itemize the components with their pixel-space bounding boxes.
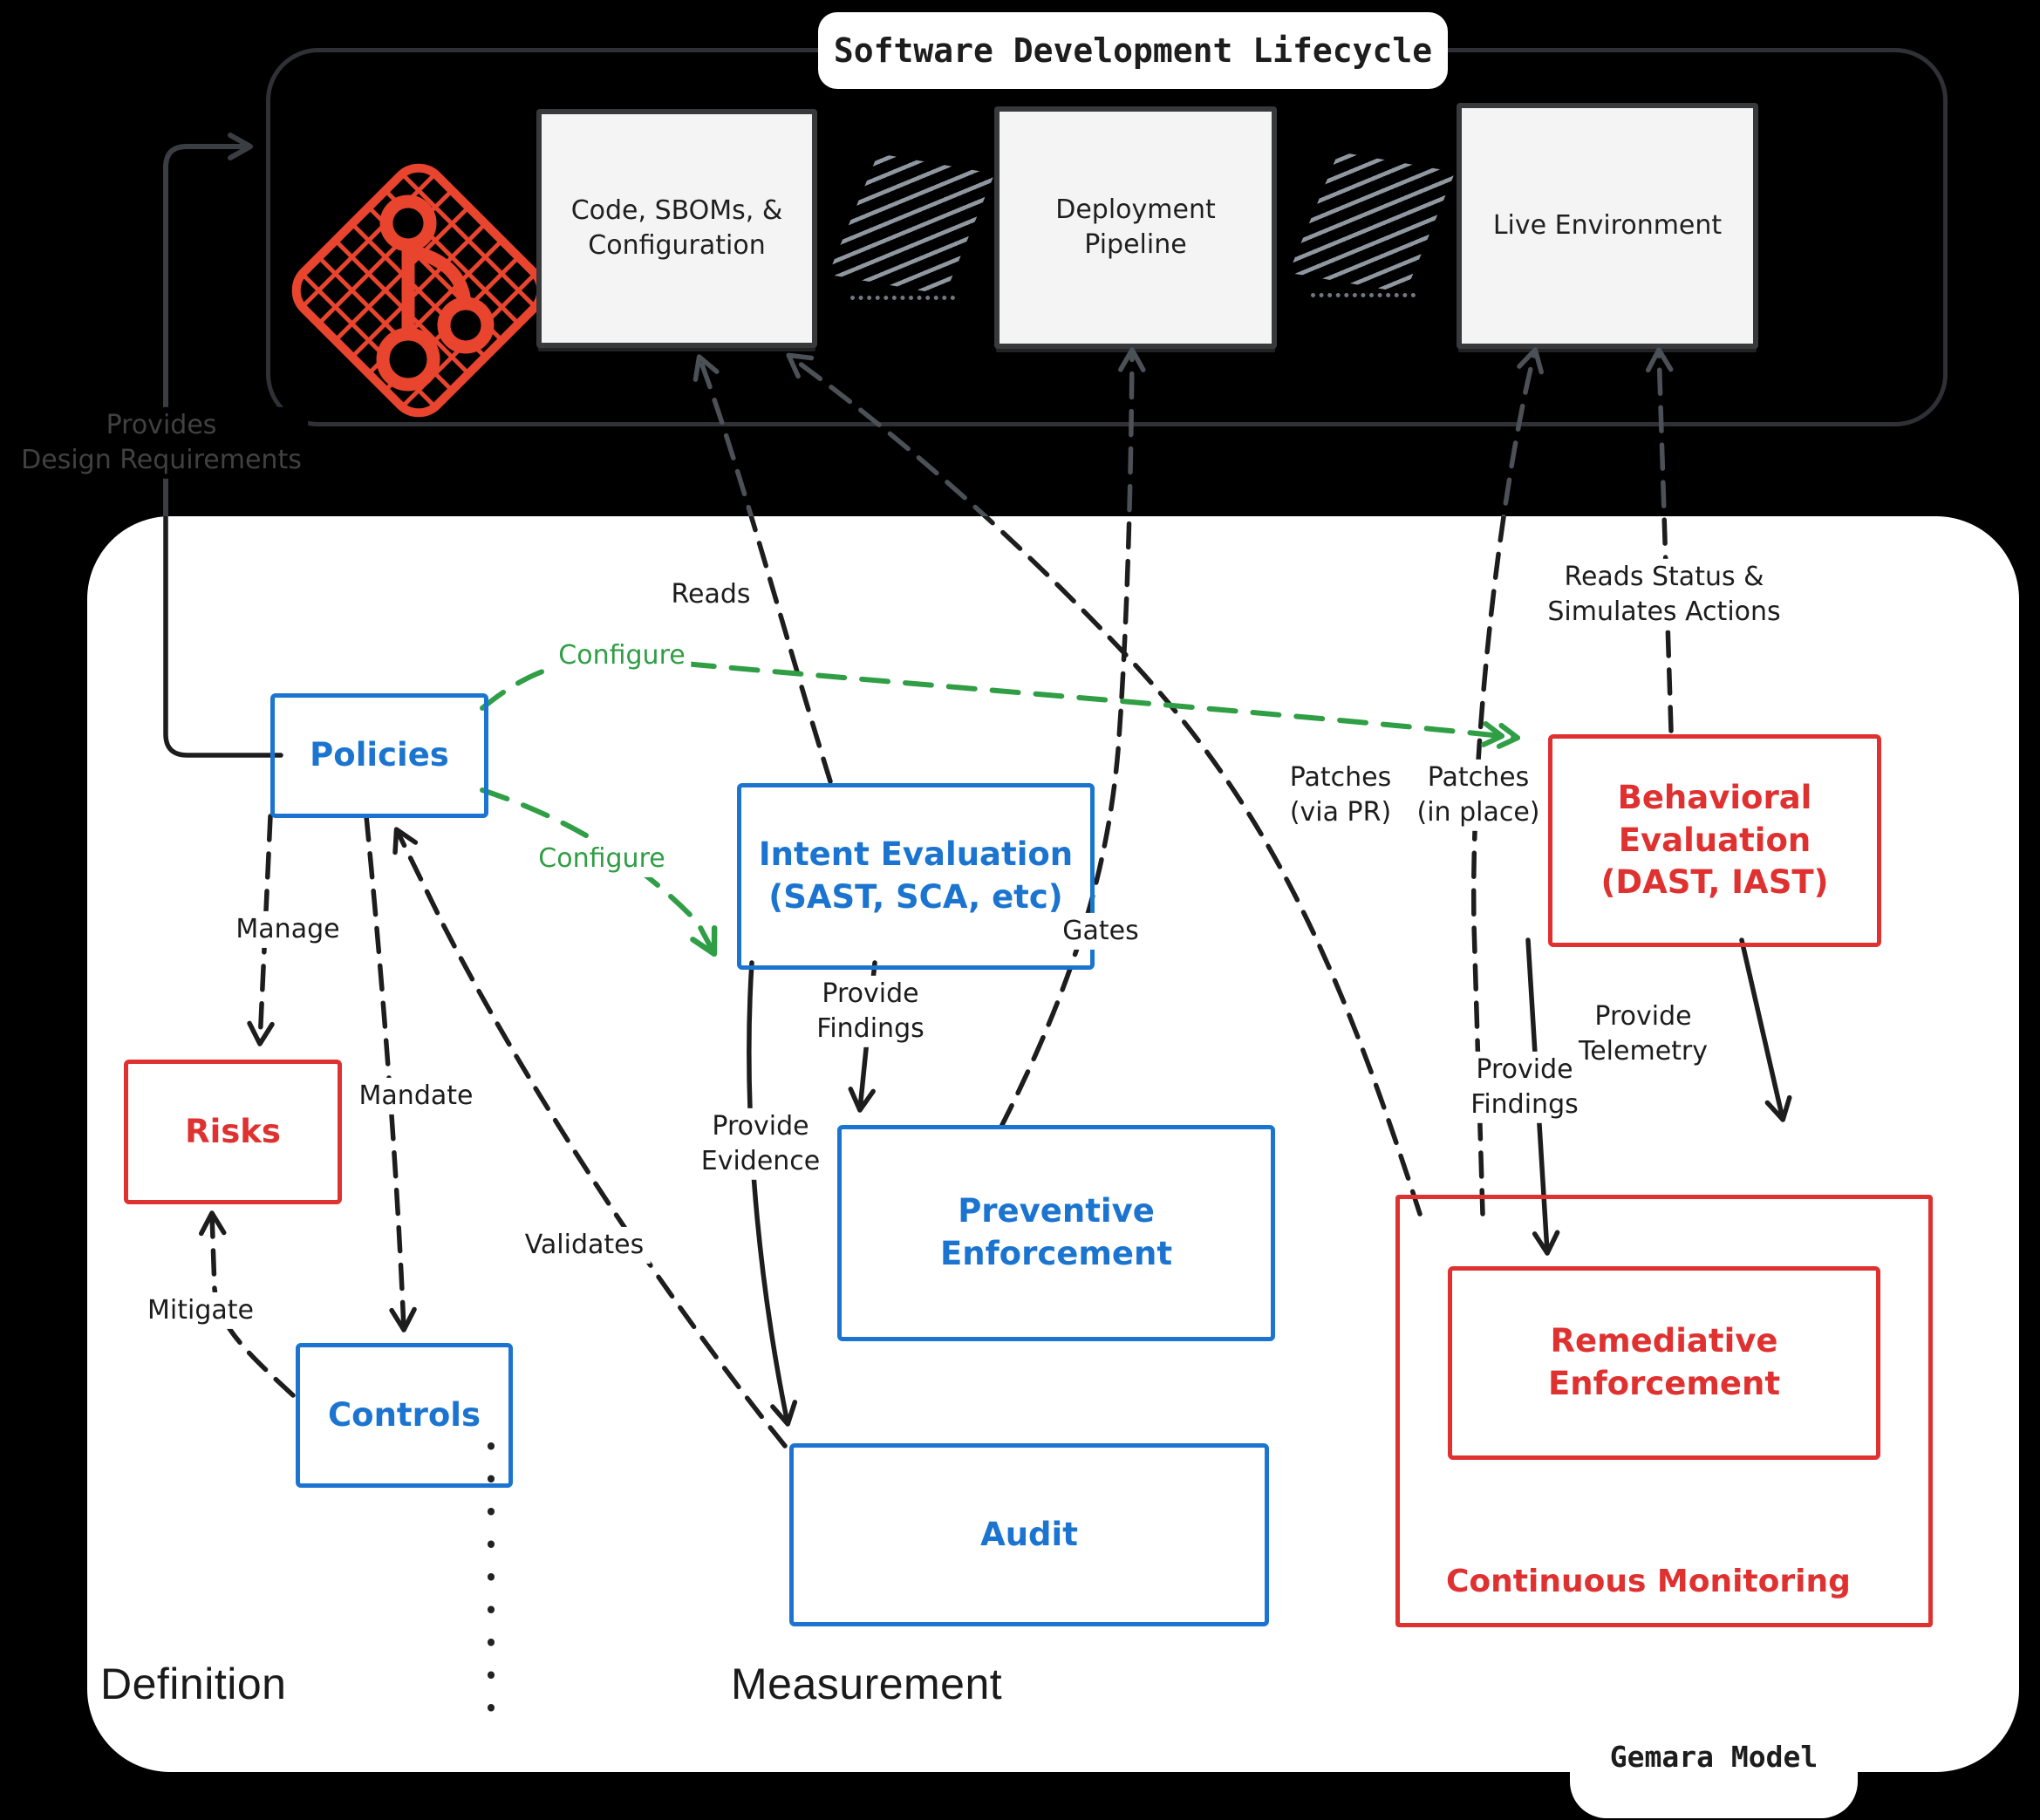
container-continuous-monitoring — [1395, 1195, 1933, 1627]
sdlc-box-code: Code, SBOMs, & Configuration — [536, 109, 817, 348]
label-provide-telemetry: Provide Telemetry — [1572, 998, 1715, 1071]
node-policies: Policies — [270, 693, 488, 818]
label-provide-evidence: Provide Evidence — [694, 1108, 827, 1181]
label-provides-line2: Design Requirements — [21, 445, 302, 475]
section-definition: Definition — [100, 1660, 287, 1708]
sdlc-box-live-environment: Live Environment — [1457, 103, 1758, 349]
section-measurement: Measurement — [731, 1660, 1003, 1708]
label-mitigate: Mitigate — [141, 1292, 260, 1330]
node-policies-label: Policies — [310, 736, 449, 774]
node-preventive-enforcement: Preventive Enforcement — [837, 1125, 1275, 1341]
node-behavioral-label-line3: (DAST, IAST) — [1600, 863, 1829, 902]
label-patches-inplace-line2: (in place) — [1416, 797, 1540, 828]
label-patches-in-place: Patches (in place) — [1410, 759, 1546, 832]
label-provide-telemetry-line2: Telemetry — [1578, 1036, 1709, 1067]
label-patches-pr-line1: Patches — [1289, 761, 1392, 793]
sdlc-box-code-label-line1: Code, SBOMs, & — [570, 194, 783, 226]
node-remediative-enforcement: Remediative Enforcement — [1448, 1266, 1880, 1460]
node-audit: Audit — [789, 1443, 1269, 1626]
label-provide-findings-left-line2: Findings — [816, 1013, 924, 1044]
label-provide-findings-right-line2: Findings — [1470, 1089, 1579, 1120]
label-provide-findings-right-line1: Provide — [1476, 1053, 1573, 1085]
node-audit-label: Audit — [980, 1515, 1078, 1553]
label-provide-evidence-line1: Provide — [712, 1110, 809, 1142]
node-controls-label: Controls — [328, 1395, 481, 1434]
label-reads: Reads — [665, 576, 757, 614]
label-configure-bottom: Configure — [532, 840, 672, 878]
node-behavioral-label-line1: Behavioral — [1617, 778, 1812, 816]
label-provide-findings-left-line1: Provide — [822, 978, 919, 1009]
sdlc-title: Software Development Lifecycle — [833, 31, 1433, 70]
node-intent-label-line2: (SAST, SCA, etc) — [768, 878, 1063, 916]
sdlc-box-deployment-label-line1: Deployment — [1055, 194, 1216, 225]
gemara-model-label: Gemara Model — [1609, 1739, 1818, 1774]
label-reads-status-line2: Simulates Actions — [1547, 596, 1781, 627]
sdlc-box-live-label: Live Environment — [1492, 209, 1723, 241]
sdlc-box-deployment-label-line2: Pipeline — [1084, 229, 1187, 260]
hatch-arrow-dots — [1311, 290, 1416, 297]
node-intent-label-line1: Intent Evaluation — [758, 835, 1074, 874]
label-provides-design-requirements: Provides Design Requirements — [15, 406, 308, 480]
label-validates: Validates — [518, 1226, 651, 1264]
node-remediative-label-line2: Enforcement — [1547, 1365, 1781, 1402]
node-preventive-label-line1: Preventive — [958, 1192, 1155, 1230]
label-reads-status: Reads Status & Simulates Actions — [1541, 558, 1787, 631]
sdlc-box-code-label-line2: Configuration — [588, 230, 766, 261]
label-reads-status-line1: Reads Status & — [1564, 561, 1764, 592]
label-gates: Gates — [1056, 912, 1145, 951]
node-remediative-label-line1: Remediative — [1550, 1322, 1778, 1360]
sdlc-title-tab: Software Development Lifecycle — [818, 12, 1448, 89]
continuous-monitoring-text: Continuous Monitoring — [1446, 1564, 1851, 1599]
sdlc-box-deployment: Deployment Pipeline — [994, 106, 1277, 349]
node-risks: Risks — [124, 1060, 342, 1204]
git-icon — [291, 163, 546, 418]
hatch-arrow-dots — [850, 292, 955, 300]
node-behavioral-evaluation: Behavioral Evaluation (DAST, IAST) — [1548, 734, 1881, 947]
label-configure-top: Configure — [552, 637, 692, 675]
label-manage: Manage — [229, 910, 346, 949]
label-provides-line1: Provides — [106, 409, 217, 440]
node-risks-label: Risks — [185, 1112, 281, 1150]
label-provide-evidence-line2: Evidence — [700, 1146, 821, 1176]
node-intent-evaluation: Intent Evaluation (SAST, SCA, etc) — [737, 783, 1095, 970]
label-provide-findings-right: Provide Findings — [1464, 1051, 1585, 1124]
label-mandate: Mandate — [352, 1077, 480, 1115]
node-behavioral-label-line2: Evaluation — [1618, 821, 1811, 859]
node-preventive-label-line2: Enforcement — [939, 1235, 1173, 1272]
continuous-monitoring-label: Continuous Monitoring — [1407, 1564, 1913, 1599]
label-provide-findings-left: Provide Findings — [810, 975, 931, 1048]
label-provide-telemetry-line1: Provide — [1594, 1000, 1692, 1032]
label-patches-via-pr: Patches (via PR) — [1283, 759, 1398, 832]
label-patches-inplace-line1: Patches — [1427, 761, 1530, 793]
gemara-model-tab: Gemara Model — [1570, 1661, 1858, 1818]
node-controls: Controls — [296, 1343, 513, 1488]
label-patches-pr-line2: (via PR) — [1289, 797, 1392, 828]
